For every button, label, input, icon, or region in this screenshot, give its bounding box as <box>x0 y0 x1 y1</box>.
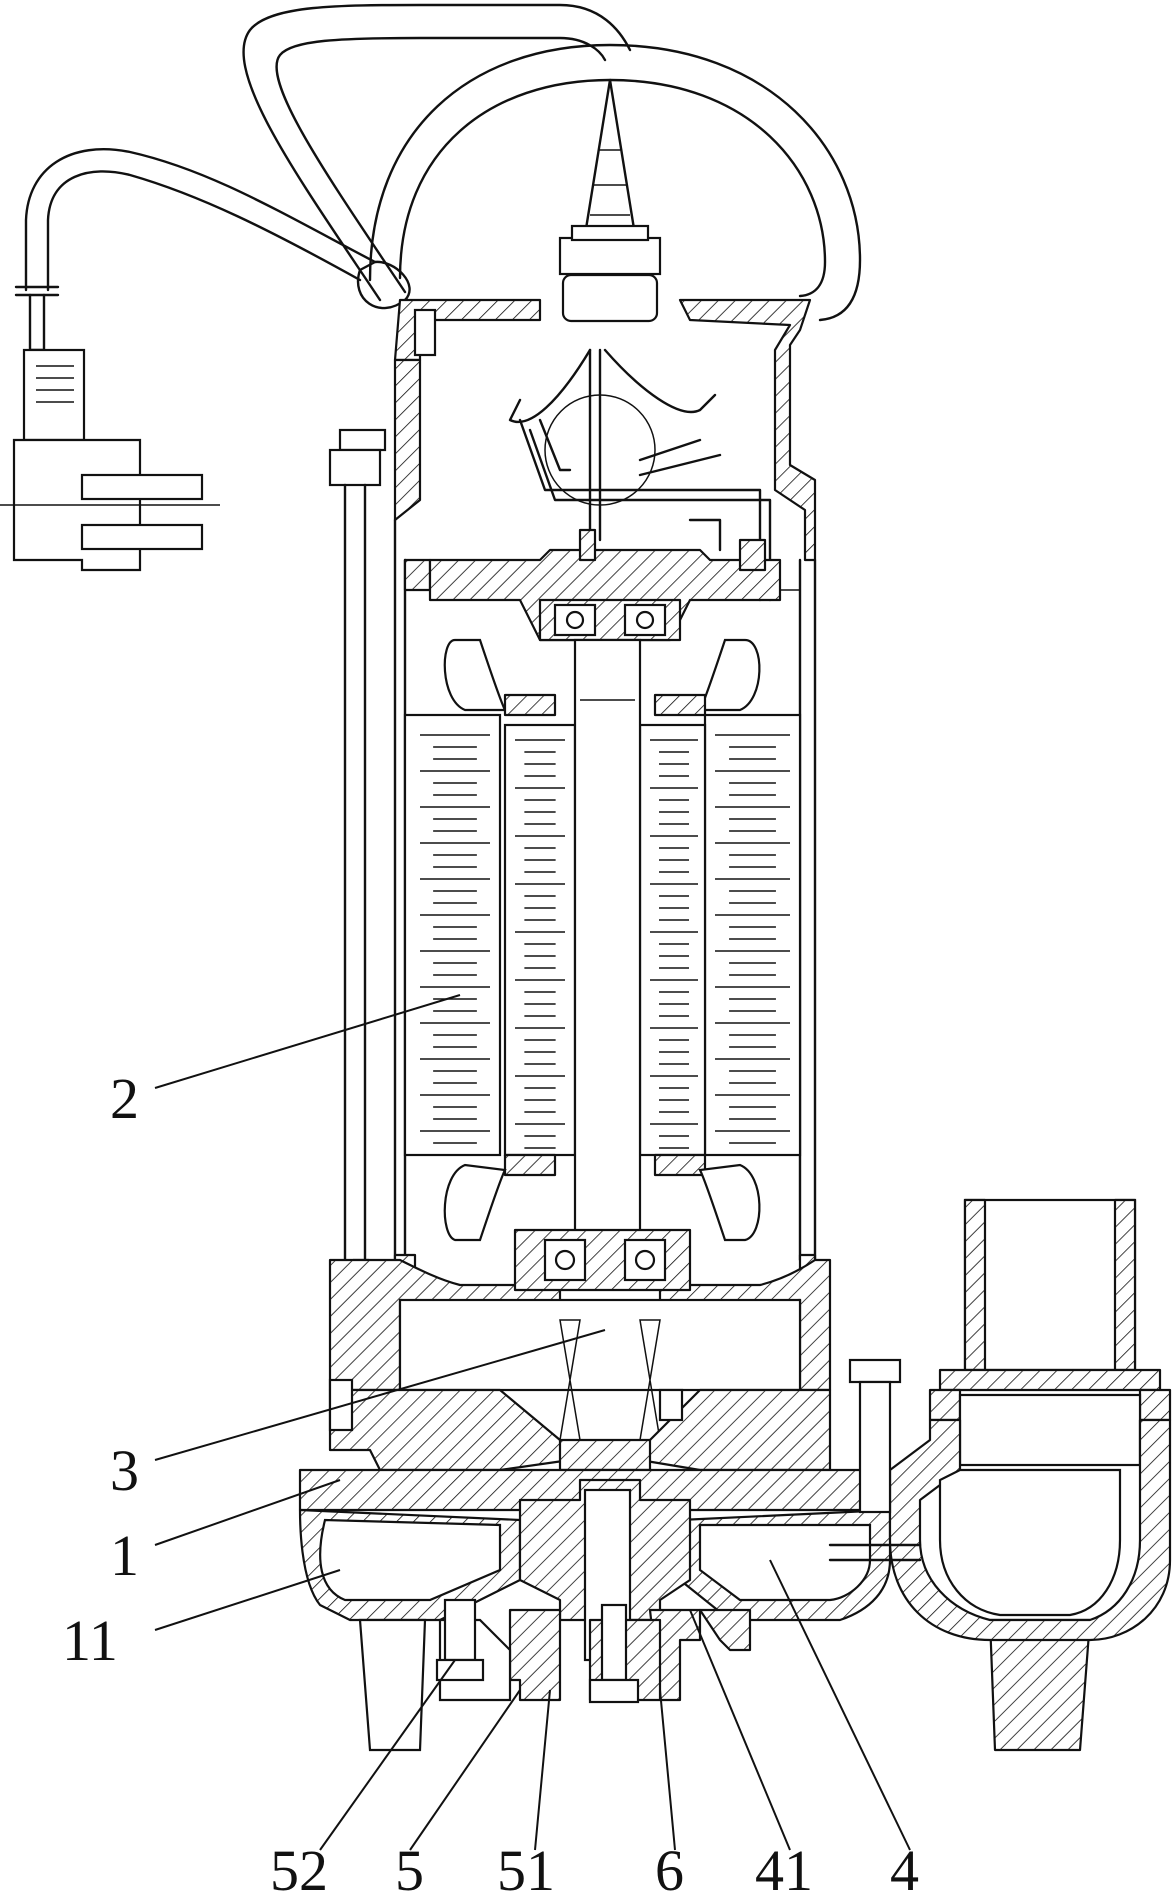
leader-1 <box>154 1479 341 1546</box>
leader-6 <box>659 1689 676 1851</box>
rotor-laminations-right <box>650 739 698 1149</box>
motor-stator-rotor <box>403 638 802 1242</box>
float-switch-assembly <box>508 348 772 602</box>
label-4: 4 <box>890 1838 919 1896</box>
rotor-laminations-left <box>515 739 565 1149</box>
label-3: 3 <box>110 1438 139 1503</box>
label-2: 2 <box>110 1066 139 1131</box>
leader-11 <box>154 1569 341 1631</box>
label-1: 1 <box>110 1523 139 1588</box>
pump-volute <box>298 1468 1092 1752</box>
label-6: 6 <box>655 1838 684 1896</box>
leader-2 <box>154 994 461 1089</box>
top-lifting-lug <box>558 78 662 323</box>
stator-laminations-right <box>715 734 790 1144</box>
lower-bearing-housing <box>328 1228 832 1472</box>
power-cable-with-plug <box>0 148 377 572</box>
leader-51 <box>534 1689 551 1851</box>
stator-laminations-left <box>420 734 490 1144</box>
leader-3 <box>154 1329 606 1461</box>
leader-41 <box>689 1609 791 1851</box>
label-52: 52 <box>270 1838 328 1896</box>
label-5: 5 <box>395 1838 424 1896</box>
motor-top-cover <box>393 298 817 562</box>
label-41: 41 <box>755 1838 813 1896</box>
part-labels: 2 3 1 11 52 5 51 6 41 4 <box>62 1066 919 1896</box>
tie-rod <box>328 428 387 1352</box>
leader-lines <box>154 994 911 1851</box>
label-51: 51 <box>497 1838 555 1896</box>
leader-52 <box>319 1659 456 1851</box>
carry-handle <box>242 3 862 322</box>
label-11: 11 <box>62 1608 118 1673</box>
leader-4 <box>769 1559 911 1851</box>
leader-5 <box>409 1689 521 1851</box>
upper-bearing-housing <box>403 528 782 642</box>
discharge-elbow <box>828 1198 1172 1642</box>
